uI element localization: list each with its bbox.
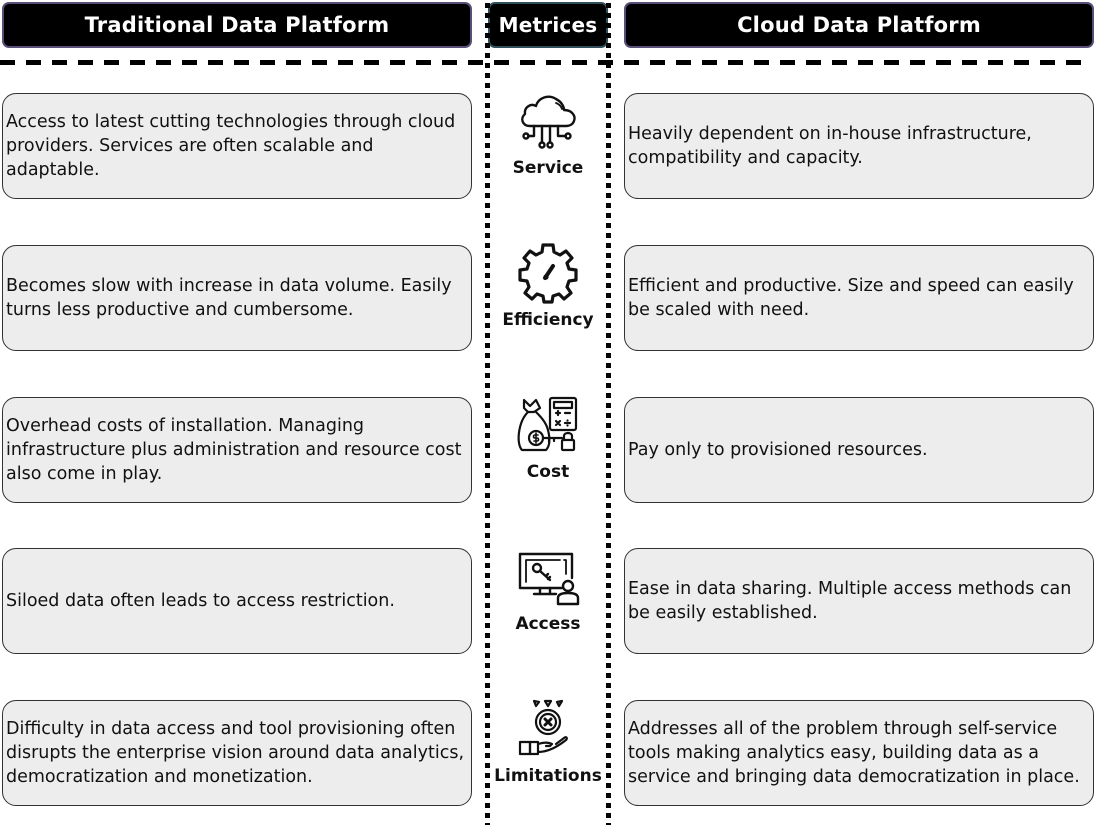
cloud-header: Cloud Data Platform [624, 2, 1094, 48]
traditional-cost-text: Overhead costs of installation. Managing… [6, 416, 462, 484]
cloud-service-box: Heavily dependent on in-house infrastruc… [624, 93, 1094, 199]
metric-label-service: Service [512, 158, 584, 178]
metric-service: Service [488, 90, 608, 200]
traditional-efficiency-text: Becomes slow with increase in data volum… [6, 276, 452, 320]
metric-label-access: Access [515, 614, 581, 634]
traditional-access-text: Siloed data often leads to access restri… [6, 591, 395, 611]
horizontal-dashed-divider [0, 60, 1090, 65]
hand-x-warning-icon [518, 699, 568, 756]
cloud-access-text: Ease in data sharing. Multiple access me… [628, 579, 1072, 623]
monitor-key-user-icon [518, 552, 580, 606]
metric-label-cost: Cost [526, 462, 570, 482]
traditional-access-box: Siloed data often leads to access restri… [2, 548, 472, 654]
money-bag-calculator-icon [517, 396, 578, 452]
metric-label-limitations: Limitations [494, 766, 602, 786]
cloud-efficiency-box: Efficient and productive. Size and speed… [624, 245, 1094, 351]
vertical-dotted-divider-right [606, 3, 611, 825]
vertical-dotted-divider-left [485, 3, 490, 825]
metric-limitations: Limitations [488, 698, 608, 808]
traditional-limitations-box: Difficulty in data access and tool provi… [2, 700, 472, 806]
traditional-efficiency-box: Becomes slow with increase in data volum… [2, 245, 472, 351]
metric-label-efficiency: Efficiency [502, 310, 594, 330]
cloud-header-label: Cloud Data Platform [737, 13, 981, 37]
traditional-header: Traditional Data Platform [2, 2, 472, 48]
traditional-service-box: Access to latest cutting technologies th… [2, 93, 472, 199]
traditional-header-label: Traditional Data Platform [84, 13, 390, 37]
metrics-header-label: Metrices [498, 13, 598, 37]
cloud-efficiency-text: Efficient and productive. Size and speed… [628, 276, 1074, 320]
metric-efficiency: Efficiency [488, 242, 608, 352]
traditional-limitations-text: Difficulty in data access and tool provi… [6, 719, 465, 787]
traditional-cost-box: Overhead costs of installation. Managing… [2, 397, 472, 503]
cloud-service-text: Heavily dependent on in-house infrastruc… [628, 124, 1032, 168]
cloud-cost-box: Pay only to provisioned resources. [624, 397, 1094, 503]
cloud-access-box: Ease in data sharing. Multiple access me… [624, 548, 1094, 654]
metric-access: Access [488, 546, 608, 656]
cloud-limitations-box: Addresses all of the problem through sel… [624, 700, 1094, 806]
cloud-limitations-text: Addresses all of the problem through sel… [628, 719, 1080, 787]
cloud-cost-text: Pay only to provisioned resources. [628, 440, 928, 460]
gear-gauge-icon [518, 243, 578, 304]
metric-cost: Cost [488, 394, 608, 504]
metrics-header: Metrices [488, 2, 608, 48]
cloud-network-icon [521, 95, 576, 149]
traditional-service-text: Access to latest cutting technologies th… [6, 112, 456, 180]
